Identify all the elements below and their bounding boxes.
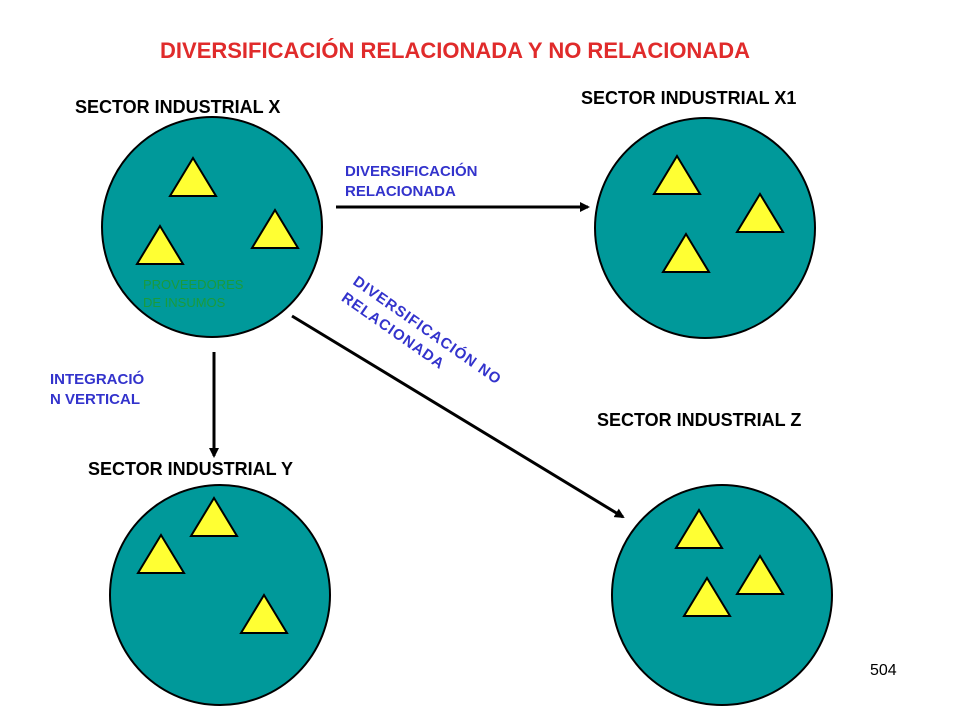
triangle-icon [735, 192, 785, 233]
triangle-icon [168, 156, 218, 197]
triangle-icon [652, 154, 702, 195]
triangle-icon [135, 224, 185, 265]
vertical-integration-label: INTEGRACIÓ N VERTICAL [50, 370, 144, 410]
triangle-icon [239, 593, 289, 634]
page-number: 504 [870, 662, 897, 679]
unrelated-diversification-arrow [291, 314, 625, 519]
related-diversification-line2: RELACIONADA [345, 183, 456, 200]
sector-x1-label: SECTOR INDUSTRIAL X1 [581, 88, 797, 108]
suppliers-line2: DE INSUMOS [143, 295, 226, 310]
sector-x-label: SECTOR INDUSTRIAL X [75, 97, 281, 117]
triangle-icon [136, 533, 186, 574]
sector-x1-circle [594, 117, 816, 339]
triangle-icon [735, 554, 785, 595]
related-diversification-line1: DIVERSIFICACIÓN [345, 163, 478, 180]
vertical-integration-line1: INTEGRACIÓ [50, 371, 145, 388]
triangle-icon [661, 232, 711, 273]
triangle-icon [189, 496, 239, 537]
vertical-integration-line2: N VERTICAL [50, 391, 140, 408]
suppliers-label: PROVEEDORES DE INSUMOS [143, 276, 243, 312]
triangle-icon [674, 508, 724, 549]
triangle-icon [682, 576, 732, 617]
triangle-icon [250, 208, 300, 249]
sector-z-label: SECTOR INDUSTRIAL Z [597, 410, 802, 430]
suppliers-line1: PROVEEDORES [143, 277, 244, 292]
sector-z-circle [611, 484, 833, 706]
sector-y-label: SECTOR INDUSTRIAL Y [88, 459, 294, 479]
related-diversification-label: DIVERSIFICACIÓN RELACIONADA [345, 162, 478, 202]
sector-x-circle [101, 116, 323, 338]
page-title: DIVERSIFICACIÓN RELACIONADA Y NO RELACIO… [160, 38, 750, 63]
